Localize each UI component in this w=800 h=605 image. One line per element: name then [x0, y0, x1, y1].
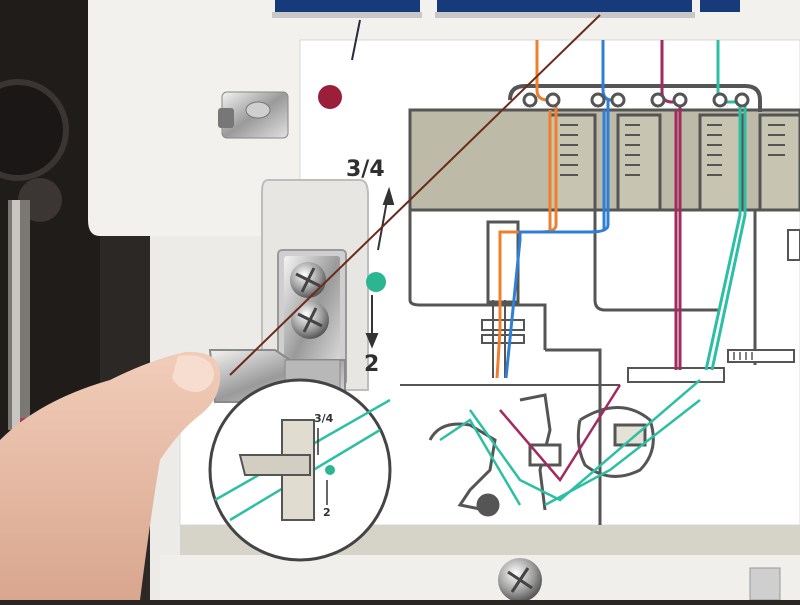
- inset-label-upper: 3/4: [314, 412, 334, 425]
- green-indicator-dot: [366, 272, 386, 292]
- clip-icon: [218, 91, 289, 139]
- position-label-upper: 3/4: [346, 157, 385, 182]
- looper-mechanism-diagram: [428, 393, 655, 517]
- thread-dark: [351, 19, 361, 61]
- red-indicator-dot: [318, 85, 342, 109]
- looper-threads: [439, 379, 701, 507]
- position-label-lower: 2: [364, 352, 380, 377]
- bottom-bracket: [749, 567, 781, 601]
- position-arrow: [365, 186, 395, 349]
- inset-label-lower: 2: [323, 506, 331, 519]
- screw-icon: [291, 301, 329, 339]
- thread-brown: [229, 14, 601, 376]
- screw-icon: [498, 558, 542, 602]
- thread-guides: [522, 92, 750, 108]
- inset-lever-diagram: [208, 378, 392, 562]
- screw-icon: [290, 262, 326, 298]
- finger: [0, 351, 221, 600]
